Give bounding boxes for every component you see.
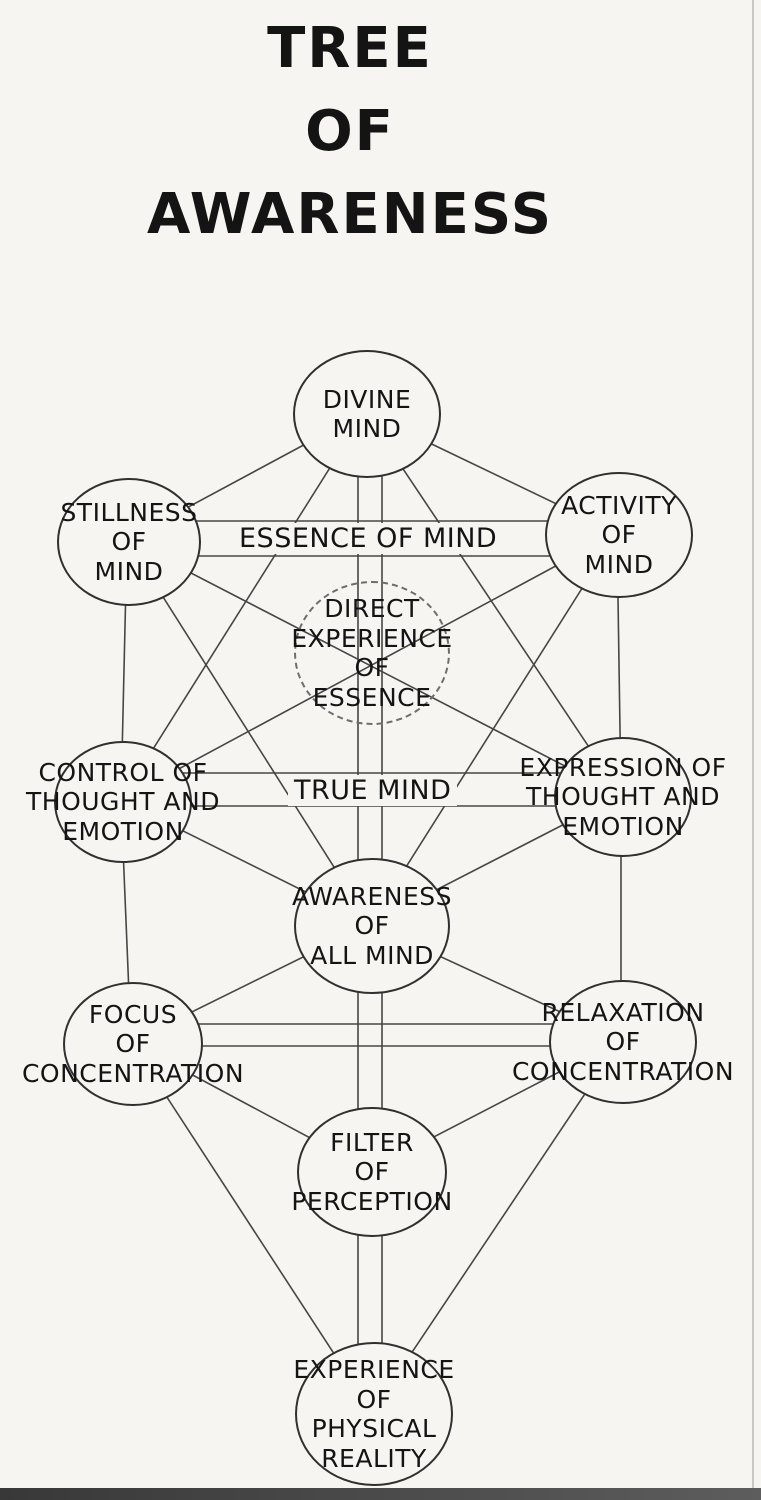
path-relaxation-experience [371,1039,622,1413]
node-focus-of-concentration: FOCUS OF CONCENTRATION [22,982,244,1106]
path-label-essence-of-mind: ESSENCE OF MIND [233,523,504,554]
node-experience-of-physical-reality-label: EXPERIENCE OF PHYSICAL REALITY [293,1355,455,1473]
scan-artifact-right-edge [752,0,754,1490]
node-awareness-of-all-mind-label: AWARENESS OF ALL MIND [291,881,453,970]
node-expression-of-thought-and-emotion: EXPRESSION OF THOUGHT AND EMOTION [519,737,726,857]
node-focus-of-concentration-label: FOCUS OF CONCENTRATION [21,999,245,1088]
node-control-of-thought-and-emotion-label: CONTROL OF THOUGHT AND EMOTION [26,757,220,846]
path-focus-experience [130,1041,373,1413]
title-line-1: TREE [267,16,433,81]
node-direct-experience-of-essence-label: DIRECT EXPERIENCE OF ESSENCE [291,594,453,712]
path-activity-awareness [369,532,618,925]
node-relaxation-of-concentration: RELAXATION OF CONCENTRATION [512,980,734,1104]
path-stillness-awareness [126,539,371,925]
node-stillness-of-mind: STILLNESS OF MIND [57,478,201,606]
path-divine-expression [364,411,622,796]
path-divine-control [120,411,366,801]
node-activity-of-mind-label: ACTIVITY OF MIND [561,490,677,579]
path-label-true-mind: TRUE MIND [288,775,458,806]
diagram-title: TREE OF AWARENESS [0,8,700,257]
node-filter-of-perception: FILTER OF PERCEPTION [291,1107,452,1237]
node-direct-experience-of-essence: DIRECT EXPERIENCE OF ESSENCE [291,581,453,725]
node-relaxation-of-concentration-label: RELAXATION OF CONCENTRATION [511,997,735,1086]
node-activity-of-mind: ACTIVITY OF MIND [545,472,693,598]
title-line-2: OF [305,98,395,164]
title-line-3: AWARENESS [146,181,554,247]
node-awareness-of-all-mind: AWARENESS OF ALL MIND [291,858,453,994]
node-control-of-thought-and-emotion: CONTROL OF THOUGHT AND EMOTION [26,741,220,863]
node-experience-of-physical-reality: EXPERIENCE OF PHYSICAL REALITY [293,1342,455,1486]
node-stillness-of-mind-label: STILLNESS OF MIND [60,497,198,586]
scan-artifact-bottom-bar [0,1488,761,1500]
node-divine-mind: DIVINE MIND [293,350,441,478]
node-divine-mind-label: DIVINE MIND [322,384,412,444]
node-filter-of-perception-label: FILTER OF PERCEPTION [291,1127,453,1216]
node-expression-of-thought-and-emotion-label: EXPRESSION OF THOUGHT AND EMOTION [519,752,727,841]
